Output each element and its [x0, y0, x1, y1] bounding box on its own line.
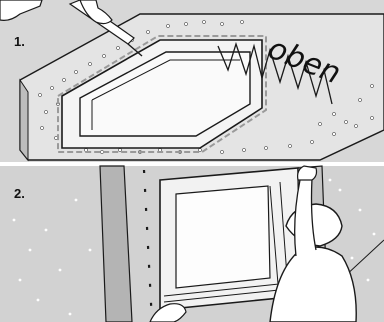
step-2-label: 2.: [14, 186, 25, 201]
wall-slab-front-edge: [20, 80, 28, 160]
panel-divider: [0, 162, 384, 166]
panel-1: 1. oben: [0, 0, 384, 162]
panel-2: 2.: [0, 166, 384, 322]
window-glass: [176, 186, 270, 288]
step-1-label: 1.: [14, 34, 25, 49]
worker-hand: [298, 166, 317, 180]
